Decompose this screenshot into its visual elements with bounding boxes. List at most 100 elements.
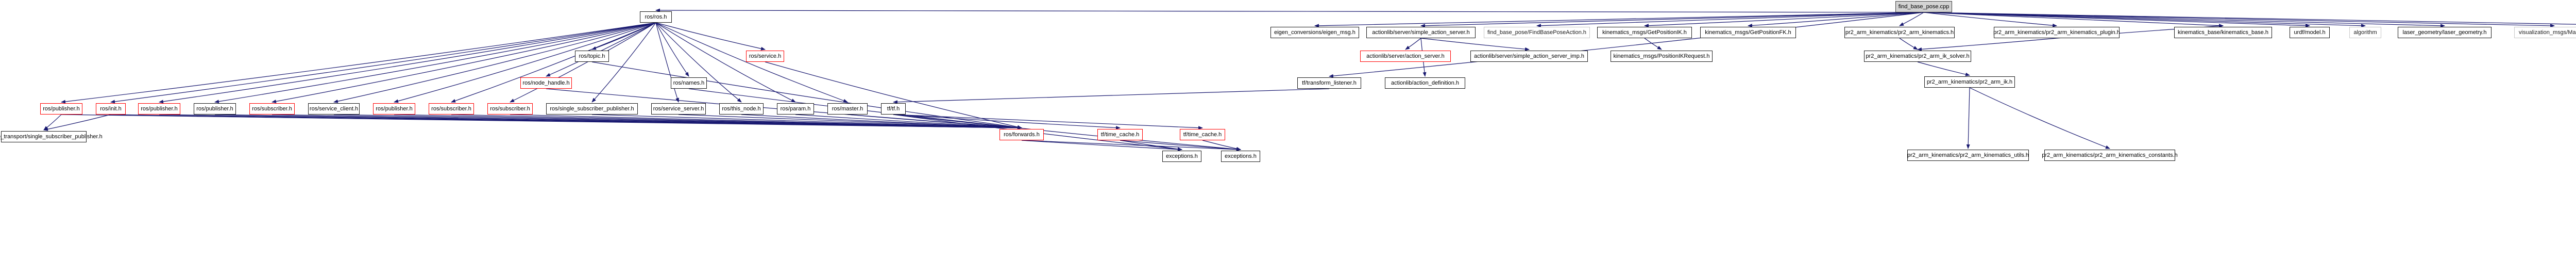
graph-node-label: urdf/model.h (2294, 29, 2326, 36)
graph-node[interactable]: ros/service_server.h (651, 103, 706, 115)
graph-edge (847, 114, 1022, 129)
graph-node[interactable]: image_transport/single_subscriber_publis… (0, 131, 103, 142)
graph-node[interactable]: kinematics_base/kinematics_base.h (2174, 27, 2272, 38)
graph-node[interactable]: pr2_arm_kinematics/pr2_arm_kinematics_co… (2042, 150, 2178, 161)
graph-edge (1021, 140, 1182, 152)
graph-node[interactable]: find_base_pose/FindBasePoseAction.h (1484, 27, 1590, 38)
graph-edge (1120, 140, 1182, 151)
graph-node-label: exceptions.h (1225, 153, 1257, 159)
graph-node[interactable]: ros/ros.h (640, 11, 672, 23)
graph-node[interactable]: pr2_arm_kinematics/pr2_arm_kinematics_ut… (1907, 150, 2029, 161)
graph-node-label: find_base_pose.cpp (1898, 3, 1950, 10)
graph-node-label: ros/service_server.h (653, 105, 704, 112)
graph-node[interactable]: actionlib/server/simple_action_server.h (1366, 27, 1476, 38)
graph-node-label: ros/subscriber.h (252, 105, 292, 112)
graph-edge (1644, 12, 1924, 28)
graph-node-label: exceptions.h (1166, 153, 1198, 159)
graph-node[interactable]: ros/publisher.h (373, 103, 415, 115)
graph-edge (272, 22, 656, 103)
graph-edge (110, 22, 656, 104)
graph-node[interactable]: actionlib/server/action_server.h (1360, 51, 1451, 62)
graph-edge (43, 114, 111, 131)
graph-node[interactable]: exceptions.h (1162, 151, 1201, 162)
graph-node[interactable]: ros/subscriber.h (249, 103, 295, 115)
graph-node-label: ros/init.h (100, 105, 122, 112)
graph-node[interactable]: urdf/model.h (2290, 27, 2330, 38)
graph-node-label: ros/publisher.h (43, 105, 80, 112)
graph-node[interactable]: ros/master.h (827, 103, 868, 115)
graph-node[interactable]: ros/service_client.h (308, 103, 360, 115)
graph-edge (1966, 87, 1970, 149)
graph-edge (1329, 12, 1924, 78)
graph-node-label: ros/service_client.h (309, 105, 359, 112)
graph-node[interactable]: kinematics_msgs/GetPositionFK.h (1700, 27, 1796, 38)
graph-node-label: actionlib/server/action_server.h (1366, 53, 1445, 59)
graph-edge (1923, 12, 2310, 28)
graph-edge (1923, 12, 2224, 28)
graph-node[interactable]: ros/forwards.h (999, 129, 1044, 140)
graph-edge (272, 114, 1022, 130)
graph-node[interactable]: ros/publisher.h (138, 103, 180, 115)
graph-node[interactable]: ros/service.h (746, 51, 784, 62)
graph-node[interactable]: ros/subscriber.h (429, 103, 474, 115)
graph-node[interactable]: pr2_arm_kinematics/pr2_arm_ik_solver.h (1864, 51, 1971, 62)
graph-node[interactable]: ros/publisher.h (40, 103, 82, 115)
graph-node[interactable]: eigen_conversions/eigen_msg.h (1270, 27, 1359, 38)
graph-node[interactable]: ros/topic.h (575, 51, 609, 62)
graph-node-label: tf/transform_listener.h (1302, 79, 1357, 86)
graph-edge (1899, 38, 1918, 50)
graph-edge (546, 22, 656, 77)
graph-node-label: ros/topic.h (579, 53, 605, 59)
graph-edge (451, 22, 656, 103)
graph-edge (591, 114, 1022, 130)
graph-node-label: ros/master.h (832, 105, 863, 112)
graph-node-label: ros/ros.h (645, 13, 667, 20)
graph-node[interactable]: actionlib/action_definition.h (1385, 77, 1465, 89)
graph-node-label: ros/subscriber.h (490, 105, 530, 112)
graph-node[interactable]: ros/single_subscriber_publisher.h (546, 103, 638, 115)
graph-node[interactable]: pr2_arm_kinematics/pr2_arm_ik.h (1924, 76, 2015, 88)
graph-node[interactable]: ros/init.h (96, 103, 126, 115)
graph-node[interactable]: tf/tf.h (881, 103, 906, 115)
graph-node-label: ros/node_handle.h (522, 79, 570, 86)
graph-node-label: pr2_arm_kinematics/pr2_arm_kinematics_pl… (1993, 29, 2120, 36)
graph-node[interactable]: algorithm (2349, 27, 2381, 38)
graph-node-label: ros/publisher.h (196, 105, 233, 112)
graph-node[interactable]: ros/this_node.h (719, 103, 764, 115)
graph-edge (1917, 38, 2057, 51)
graph-node[interactable]: ros/node_handle.h (520, 77, 572, 89)
graph-node[interactable]: laser_geometry/laser_geometry.h (2398, 27, 2492, 38)
graph-node-label: eigen_conversions/eigen_msg.h (1274, 29, 1355, 36)
graph-node[interactable]: exceptions.h (1221, 151, 1260, 162)
graph-edge (510, 22, 656, 103)
graph-edge (1420, 12, 1924, 28)
graph-node[interactable]: ros/publisher.h (194, 103, 236, 115)
graph-node[interactable]: ros/names.h (671, 77, 707, 89)
graph-node[interactable]: tf/transform_listener.h (1297, 77, 1361, 89)
graph-node[interactable]: pr2_arm_kinematics/pr2_arm_kinematics_pl… (1993, 27, 2120, 38)
graph-node[interactable]: actionlib/server/simple_action_server_im… (1470, 51, 1588, 62)
graph-node-label: ros/names.h (673, 79, 705, 86)
graph-edge (159, 22, 656, 104)
graph-node-label: kinematics_msgs/GetPositionFK.h (1705, 29, 1791, 36)
graph-node-label: tf/time_cache.h (1183, 131, 1222, 138)
graph-edge (591, 22, 656, 103)
graph-edge (1202, 140, 1241, 151)
graph-node[interactable]: tf/time_cache.h (1180, 129, 1225, 140)
graph-node[interactable]: pr2_arm_kinematics/pr2_arm_kinematics.h (1844, 27, 1955, 38)
graph-edge (1923, 12, 2366, 28)
graph-node[interactable]: kinematics_msgs/GetPositionIK.h (1597, 27, 1692, 38)
graph-node[interactable]: ros/param.h (777, 103, 814, 115)
graph-node-label: find_base_pose/FindBasePoseAction.h (1487, 29, 1587, 36)
graph-node-label: pr2_arm_kinematics/pr2_arm_ik_solver.h (1866, 53, 1970, 59)
graph-node-label: pr2_arm_kinematics/pr2_arm_ik.h (1926, 78, 2013, 85)
graph-node-label: visualization_msgs/Marker.h (2518, 29, 2576, 36)
graph-node-label: pr2_arm_kinematics/pr2_arm_kinematics_co… (2042, 152, 2178, 158)
graph-node[interactable]: visualization_msgs/Marker.h (2514, 27, 2576, 38)
graph-node[interactable]: tf/time_cache.h (1097, 129, 1143, 140)
graph-node[interactable]: kinematics_msgs/PositionIKRequest.h (1611, 51, 1713, 62)
graph-node-label: tf/time_cache.h (1100, 131, 1140, 138)
graph-node[interactable]: find_base_pose.cpp (1895, 1, 1952, 12)
graph-edge (1021, 140, 1241, 152)
graph-node[interactable]: ros/subscriber.h (487, 103, 533, 115)
